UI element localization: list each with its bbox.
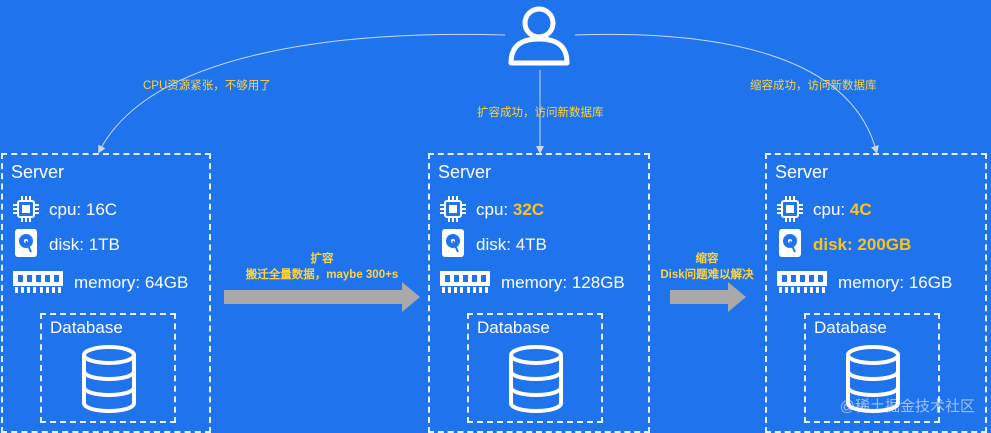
disk-label: disk: (49, 235, 89, 254)
memory-icon (13, 271, 63, 293)
memory-spec: memory: 64GB (74, 273, 188, 293)
scale-up-arrow (224, 282, 420, 312)
server-box-2: Server cpu: 32C disk: 4TB (428, 153, 650, 433)
watermark: @稀土掘金技术社区 (839, 398, 975, 415)
scale-up-label: 扩容 搬迁全量数据，maybe 300+s (222, 251, 422, 283)
cpu-label: cpu: (49, 200, 86, 219)
disk-label: disk: (813, 235, 858, 254)
cpu-icon (440, 196, 466, 222)
cpu-spec: cpu: 4C (813, 200, 872, 220)
cpu-value: 32C (512, 200, 545, 219)
disk-value: 200GB (857, 235, 912, 254)
cpu-spec: cpu: 32C (476, 200, 544, 220)
cpu-value: 16C (85, 200, 118, 219)
user-icon (508, 6, 570, 66)
disk-icon (779, 229, 801, 257)
database-box: Database (40, 313, 176, 423)
memory-value: 64GB (144, 273, 189, 292)
memory-value: 16GB (908, 273, 953, 292)
connection-label-middle: 扩容成功，访问新数据库 (477, 107, 604, 119)
database-title: Database (477, 318, 550, 337)
connection-label-left: CPU资源紧张，不够用了 (143, 80, 271, 92)
database-box: Database (467, 313, 603, 423)
database-title: Database (50, 318, 123, 337)
scale-down-detail: Disk问题难以解决 (660, 269, 754, 281)
scale-up-detail: 搬迁全量数据，maybe 300+s (245, 269, 399, 281)
memory-label: memory: (501, 273, 572, 292)
disk-label: disk: (476, 235, 516, 254)
scale-down-arrow (670, 282, 746, 312)
disk-value: 1TB (88, 235, 120, 254)
scale-down-title: 缩容 (695, 253, 719, 265)
memory-icon (777, 271, 827, 293)
scale-down-label: 缩容 Disk问题难以解决 (652, 251, 762, 283)
memory-label: memory: (838, 273, 909, 292)
memory-value: 128GB (571, 273, 625, 292)
disk-spec: disk: 4TB (476, 235, 547, 255)
disk-value: 4TB (515, 235, 547, 254)
disk-icon (15, 229, 37, 257)
cpu-icon (777, 196, 803, 222)
cpu-label: cpu: (476, 200, 513, 219)
connection-right (574, 33, 879, 154)
memory-icon (440, 271, 490, 293)
cpu-spec: cpu: 16C (49, 200, 117, 220)
disk-icon (442, 229, 464, 257)
server-title: Server (775, 162, 829, 182)
database-icon (846, 345, 900, 413)
disk-spec: disk: 200GB (813, 235, 911, 255)
database-box: Database (804, 313, 940, 423)
database-icon (82, 345, 136, 413)
connection-label-right: 缩容成功，访问新数据库 (750, 80, 877, 92)
server-title: Server (438, 162, 492, 182)
memory-label: memory: (74, 273, 145, 292)
memory-spec: memory: 16GB (838, 273, 952, 293)
cpu-icon (13, 196, 39, 222)
scale-up-title: 扩容 (310, 253, 334, 265)
cpu-value: 4C (849, 200, 872, 219)
cpu-label: cpu: (813, 200, 850, 219)
database-title: Database (814, 318, 887, 337)
connection-left (98, 33, 506, 154)
memory-spec: memory: 128GB (501, 273, 625, 293)
disk-spec: disk: 1TB (49, 235, 120, 255)
server-title: Server (11, 162, 65, 182)
database-icon (509, 345, 563, 413)
